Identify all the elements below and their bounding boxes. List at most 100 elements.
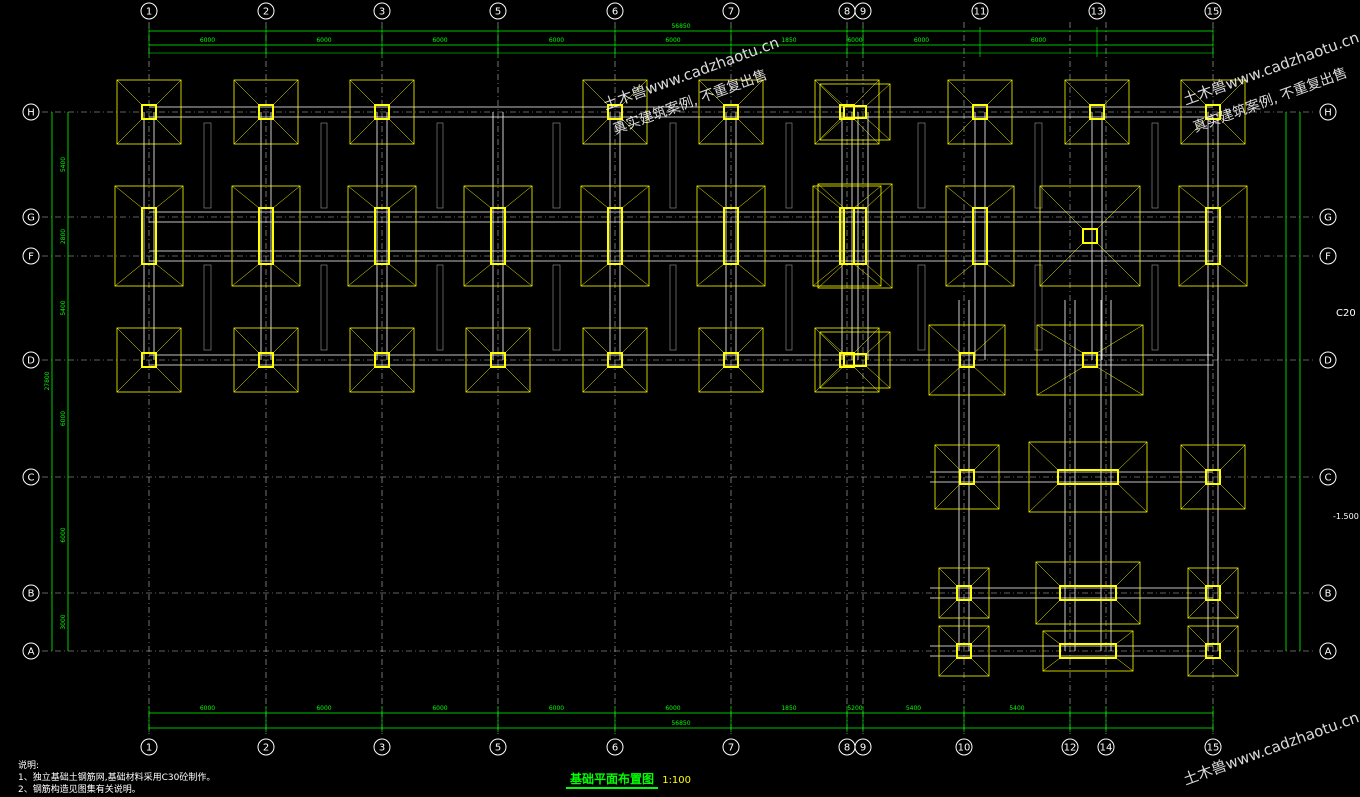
bay-outline bbox=[917, 264, 926, 351]
footing-hip bbox=[349, 79, 376, 106]
footing-hip bbox=[853, 185, 882, 209]
footing-pad bbox=[698, 79, 764, 145]
bottom-axis-14-circle bbox=[1097, 738, 1115, 756]
footing-hip bbox=[970, 625, 990, 645]
footing-pad bbox=[814, 79, 880, 145]
footing-pad bbox=[463, 185, 533, 287]
top-axis-7-label: 7 bbox=[728, 7, 734, 18]
footing-hip bbox=[817, 183, 845, 209]
footing-hip bbox=[737, 118, 764, 145]
top-axis-2-label: 2 bbox=[263, 7, 269, 18]
column-pedestal bbox=[258, 352, 274, 368]
bay-outline bbox=[552, 122, 561, 209]
bottom-total-dim: 56850 bbox=[671, 720, 690, 727]
left-total-dim: 27800 bbox=[44, 371, 51, 390]
left-span-dim: 6000 bbox=[60, 527, 67, 542]
footing-hip bbox=[698, 366, 725, 393]
footing-pad bbox=[582, 327, 648, 393]
top-total-dim: 56850 bbox=[671, 23, 690, 30]
column-pedestal bbox=[1205, 207, 1221, 265]
column-pedestal bbox=[843, 207, 867, 265]
column-pedestal bbox=[258, 104, 274, 120]
bottom-span-dim: 1850 bbox=[781, 705, 796, 712]
footing-hip bbox=[698, 79, 725, 106]
footing-pad bbox=[947, 79, 1013, 145]
footing-hip bbox=[1028, 441, 1059, 471]
footing-hip bbox=[938, 567, 958, 587]
footing-hip bbox=[737, 263, 766, 287]
top-axis-13-label: 13 bbox=[1091, 7, 1104, 18]
column-pedestal bbox=[374, 352, 390, 368]
footing-pad bbox=[1064, 79, 1130, 145]
column-pedestal bbox=[374, 104, 390, 120]
footing-hip bbox=[1180, 118, 1207, 145]
top-axis-6-circle bbox=[606, 2, 624, 20]
bay-outline bbox=[1151, 122, 1159, 209]
footing-hip bbox=[272, 263, 301, 287]
bay-outline bbox=[203, 122, 212, 209]
top-axis-15-circle bbox=[1204, 2, 1222, 20]
top-axis-9-circle bbox=[854, 2, 872, 20]
footing-hip bbox=[698, 327, 725, 354]
footing-hip bbox=[463, 263, 492, 287]
footing-hip bbox=[934, 483, 961, 510]
footing-hip bbox=[1039, 242, 1084, 287]
right-axis-B-circle bbox=[1319, 584, 1337, 602]
footing-hip bbox=[945, 263, 974, 287]
footing-hip bbox=[272, 327, 299, 354]
bottom-span-dim: 6000 bbox=[432, 705, 447, 712]
footing-hip bbox=[349, 118, 376, 145]
bottom-axis-6-label: 6 bbox=[612, 743, 618, 754]
drawing-scale: 1:100 bbox=[662, 775, 692, 786]
footing-hip bbox=[1219, 118, 1246, 145]
footing-pad bbox=[819, 83, 891, 141]
right-axis-C-label: C bbox=[1325, 473, 1332, 484]
column-pedestal bbox=[607, 352, 623, 368]
bottom-axis-15-label: 15 bbox=[1207, 743, 1220, 754]
column-pedestal bbox=[1082, 228, 1098, 244]
top-axis-3-circle bbox=[373, 2, 391, 20]
top-axis-1-circle bbox=[140, 2, 158, 20]
footing-pad bbox=[1180, 444, 1246, 510]
footing-hip bbox=[388, 185, 417, 209]
bottom-span-dim: 5400 bbox=[1009, 705, 1024, 712]
footing-hip bbox=[272, 185, 301, 209]
footing-hip bbox=[116, 79, 143, 106]
footing-hip bbox=[155, 366, 182, 393]
footing-hip bbox=[970, 567, 990, 587]
footing-hip bbox=[155, 327, 182, 354]
footing-pad bbox=[347, 185, 417, 287]
column-pedestal bbox=[490, 207, 506, 265]
bottom-span-dim: 6000 bbox=[549, 705, 564, 712]
footing-hip bbox=[580, 185, 609, 209]
footing-hip bbox=[463, 185, 492, 209]
footing-hip bbox=[737, 79, 764, 106]
right-axis-F-label: F bbox=[1325, 252, 1331, 263]
footing-hip bbox=[1103, 79, 1130, 106]
bottom-span-dim: 5200 bbox=[847, 705, 862, 712]
footing-hip bbox=[1115, 561, 1141, 587]
footing-hip bbox=[1115, 657, 1134, 672]
footing-pad bbox=[698, 327, 764, 393]
footing-hip bbox=[116, 366, 143, 393]
footing-hip bbox=[737, 185, 766, 209]
footing-hip bbox=[621, 327, 648, 354]
column-pedestal bbox=[1059, 585, 1117, 601]
footing-hip bbox=[582, 366, 609, 393]
footing-hip bbox=[1219, 599, 1239, 619]
column-pedestal bbox=[1059, 643, 1117, 659]
footing-hip bbox=[986, 79, 1013, 106]
footing-pad bbox=[465, 327, 531, 393]
bottom-axis-1-label: 1 bbox=[146, 743, 152, 754]
footing-hip bbox=[621, 366, 648, 393]
bay-outline bbox=[552, 264, 561, 351]
top-span-dim: 6000 bbox=[914, 37, 929, 44]
footing-hip bbox=[347, 263, 376, 287]
top-axis-5-label: 5 bbox=[495, 7, 501, 18]
drawing-notes: 说明: 1、独立基础土钢筋网,基础材料采用C30砼制作。 2、钢筋构造见图集有关… bbox=[18, 760, 215, 796]
footing-hip bbox=[1036, 366, 1084, 396]
footing-hip bbox=[973, 366, 1006, 396]
footing-hip bbox=[938, 657, 958, 677]
